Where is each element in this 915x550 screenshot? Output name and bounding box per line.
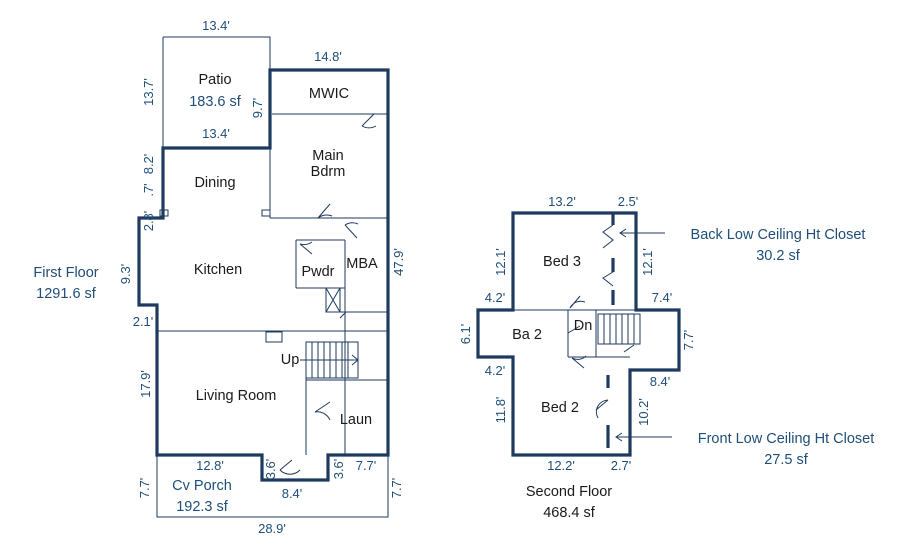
dim-sf-right-lower: 10.2' (636, 398, 651, 426)
closet-x-mark (325, 287, 341, 313)
dim-sf-ba-top: 4.2' (485, 290, 506, 305)
dim-sf-stair-right: 7.7' (681, 330, 696, 351)
dim-sf-left-lower: 11.8' (493, 397, 508, 424)
dim-mwic-left: 9.7' (250, 98, 265, 119)
dim-porch-right: 3.6' (331, 459, 346, 480)
back-closet-area: 30.2 sf (756, 248, 800, 264)
dim-patio-top: 13.4' (202, 18, 230, 33)
first-floor-doors (279, 113, 377, 475)
second-floor-doors (567, 295, 587, 369)
front-closet-area: 27.5 sf (764, 452, 808, 468)
dim-sf-top-closet: 2.5' (618, 194, 639, 209)
dim-kitchen-left: 9.3' (118, 264, 133, 285)
back-closet-title: Back Low Ceiling Ht Closet (691, 227, 866, 243)
dim-porch-bottom: 8.4' (282, 486, 303, 501)
dim-right-bottom: 7.7' (389, 478, 404, 499)
dim-patio-bottom: 13.4' (202, 126, 230, 141)
front-closet-arrow (615, 432, 672, 442)
dim-sf-bottom-closet: 2.7' (611, 458, 632, 473)
dim-porch-top: 12.8' (196, 458, 224, 473)
wall-stub (159, 209, 169, 217)
wall-stub (261, 209, 271, 217)
second-floor-plan: Bed 3 Ba 2 Dn Bed 2 13.2' 2.5' 12.1' 12.… (458, 194, 874, 521)
patio-area: 183.6 sf (189, 94, 242, 110)
patio-outline (162, 36, 271, 148)
pwdr-label: Pwdr (301, 264, 334, 280)
dim-sf-bottom: 12.2' (547, 458, 575, 473)
living-room-label: Living Room (196, 388, 277, 404)
dim-sf-ba-left: 6.1' (458, 324, 473, 345)
dim-step-c: 2.1' (133, 314, 154, 329)
dim-sf-left-upper: 12.1' (493, 248, 508, 276)
kitchen-label: Kitchen (194, 262, 242, 278)
second-floor-area: 468.4 sf (543, 505, 596, 521)
cv-porch-area: 192.3 sf (176, 499, 229, 515)
dim-step-a: .7' (141, 183, 156, 196)
first-floor-area: 1291.6 sf (36, 286, 97, 302)
first-floor-title: First Floor (33, 265, 98, 281)
second-floor-stairs (597, 313, 641, 353)
closet-x (325, 287, 341, 313)
second-floor-title: Second Floor (526, 484, 612, 500)
dn-label: Dn (574, 318, 593, 334)
first-floor-plan: Patio 183.6 sf MWIC Main Bdrm Dining Kit… (33, 18, 406, 536)
first-floor-stairs (300, 311, 359, 379)
front-closet-title: Front Low Ceiling Ht Closet (698, 431, 875, 447)
second-floor-interior-walls (513, 309, 636, 358)
bed3-label: Bed 3 (543, 254, 581, 270)
patio-label: Patio (198, 72, 231, 88)
main-bdrm-label: Main (312, 148, 343, 164)
bed2-label: Bed 2 (541, 400, 579, 416)
mba-label: MBA (346, 256, 378, 272)
dim-sf-stair-top: 7.4' (652, 290, 673, 305)
dim-sf-top: 13.2' (548, 194, 576, 209)
dim-left-bottom: 7.7' (137, 478, 152, 499)
dim-right-top: 7.7' (356, 458, 377, 473)
mwic-label: MWIC (309, 86, 349, 102)
dim-porch-left: 3.6' (263, 459, 278, 480)
dim-right-side: 47.9' (391, 248, 406, 276)
back-closet-arrow (619, 228, 665, 238)
porch-outline (156, 455, 389, 518)
dining-label: Dining (194, 175, 235, 191)
dim-sf-right-upper: 12.1' (640, 248, 655, 276)
dim-patio-left: 13.7' (141, 78, 156, 106)
dim-living-left: 17.9' (138, 370, 153, 398)
dim-mwic-top: 14.8' (314, 49, 342, 64)
fixture (265, 331, 283, 343)
main-bdrm-label-line2: Bdrm (311, 164, 346, 180)
laun-label: Laun (340, 412, 372, 428)
dim-sf-stair-bottom: 8.4' (650, 374, 671, 389)
dim-dining-left: 8.2' (141, 154, 156, 175)
dim-sf-ba-bottom: 4.2' (485, 363, 506, 378)
back-closet-door (602, 224, 614, 287)
dim-overall-bottom: 28.9' (258, 521, 286, 536)
up-label: Up (281, 352, 300, 368)
cv-porch-label: Cv Porch (172, 478, 232, 494)
front-closet-door (595, 399, 609, 419)
dim-step-b: 2.8' (141, 211, 156, 232)
ba2-label: Ba 2 (512, 327, 542, 343)
